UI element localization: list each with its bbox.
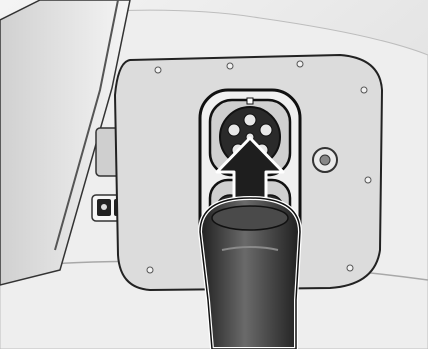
charging-plug-icon <box>200 198 300 349</box>
lock-bolt-icon <box>313 148 337 172</box>
